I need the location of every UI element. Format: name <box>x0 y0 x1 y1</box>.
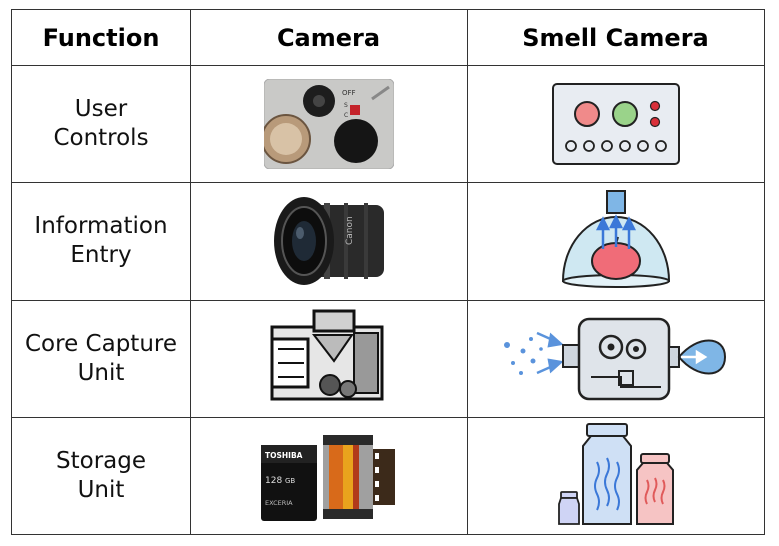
camera-cutaway-image <box>270 309 383 400</box>
control-panel-icon <box>551 82 680 165</box>
sd-card-model: EXCERIA <box>265 499 293 507</box>
header-function: Function <box>42 23 160 52</box>
camera-top-controls-image: OFF S C <box>263 78 394 169</box>
row-divider <box>12 65 764 66</box>
column-divider <box>467 10 468 534</box>
smell-capture-machine-icon <box>503 317 726 400</box>
camera-lens-image: Canon <box>273 197 384 285</box>
intake-arrows <box>535 331 564 374</box>
column-divider <box>190 10 191 534</box>
gear-icon <box>625 338 646 359</box>
odor-particles <box>503 336 543 375</box>
sd-card-brand: TOSHIBA <box>265 451 303 460</box>
function-label-core-capture-unit: Core Capture Unit <box>25 330 177 386</box>
camera-core-cell <box>190 300 467 417</box>
lens-brand-label: Canon <box>345 216 355 245</box>
camera-controls-cell: OFF S C <box>190 65 467 182</box>
camera-storage-cell: TOSHIBA 128 GB EXCERIA <box>190 417 467 534</box>
smell-storage-cell <box>467 417 764 534</box>
row-divider <box>12 182 764 183</box>
memory-card-and-film-image: TOSHIBA 128 GB EXCERIA <box>260 434 395 521</box>
function-label-storage-unit: Storage Unit <box>56 447 146 503</box>
row-divider <box>12 300 764 301</box>
camera-lens-cell: Canon <box>190 182 467 300</box>
comparison-table: Function Camera Smell Camera User Contro… <box>11 9 765 535</box>
odor-dome-icon <box>561 190 670 288</box>
smell-core-cell <box>467 300 764 417</box>
dial-mark-off: OFF <box>342 89 356 97</box>
sd-card-unit: GB <box>285 477 295 485</box>
header-smell-camera: Smell Camera <box>522 23 709 52</box>
sd-card-capacity: 128 <box>265 476 282 486</box>
dial-mark-c: C <box>344 112 348 119</box>
scent-jars-icon <box>557 422 674 525</box>
dial-mark-s: S <box>344 102 348 109</box>
smell-controls-cell <box>467 65 764 182</box>
header-camera: Camera <box>276 23 381 52</box>
function-label-information-entry: Information Entry <box>34 213 168 268</box>
row-divider <box>12 417 764 418</box>
gear-icon <box>598 334 623 359</box>
function-label-user-controls: User Controls <box>53 95 149 151</box>
smell-entry-cell <box>467 182 764 300</box>
airflow-arrows <box>595 214 636 249</box>
